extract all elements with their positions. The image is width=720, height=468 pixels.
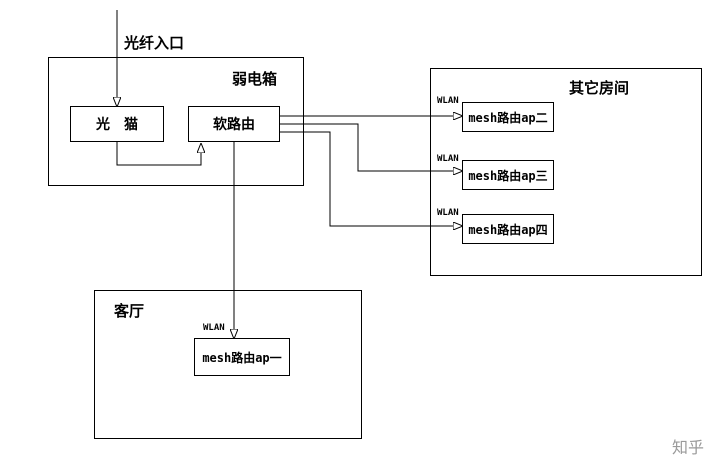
soft-router-label: 软路由 [213,117,255,133]
wlan-label: WLAN [437,96,459,106]
mesh-ap-4-label: mesh路由ap四 [468,222,548,237]
living-room-label: 客厅 [114,302,145,320]
mesh-ap-1: mesh路由ap一 [194,338,290,376]
wlan-label: WLAN [203,323,225,333]
mesh-ap-1-label: mesh路由ap一 [202,350,282,365]
router-ap4-line [280,131,462,226]
optical-modem-label: 光 猫 [96,117,138,133]
weak-current-box-label: 弱电箱 [232,70,278,88]
other-rooms-label: 其它房间 [569,79,630,97]
mesh-ap-3-label: mesh路由ap三 [468,168,548,183]
fiber-input-label: 光纤入口 [124,34,185,52]
mesh-ap-3: mesh路由ap三 [462,160,554,190]
living-room-box [94,290,362,439]
optical-modem: 光 猫 [70,106,164,142]
wlan-label: WLAN [437,208,459,218]
weak-current-box [48,57,304,186]
mesh-ap-2: mesh路由ap二 [462,102,554,132]
zhihu-watermark: 知乎 [671,438,704,457]
router-ap3-line [280,123,462,171]
mesh-ap-2-label: mesh路由ap二 [468,110,548,125]
mesh-ap-4: mesh路由ap四 [462,214,554,244]
other-rooms-box [430,68,702,276]
soft-router: 软路由 [188,106,280,142]
wlan-label: WLAN [437,154,459,164]
modem-router-line [116,142,201,166]
